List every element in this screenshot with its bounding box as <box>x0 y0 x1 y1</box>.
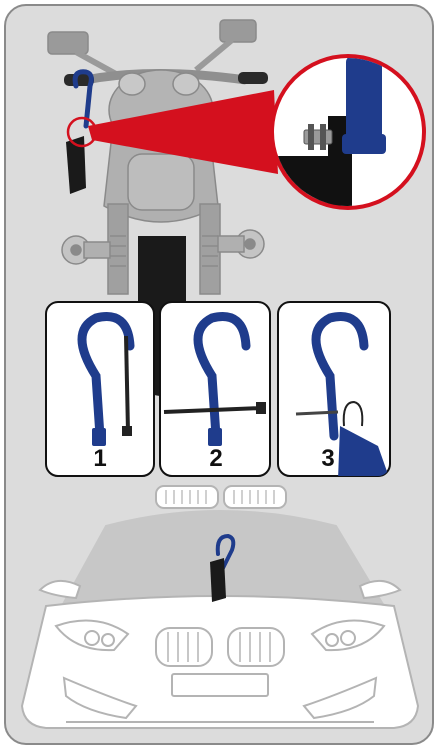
illustration-svg: 1 2 3 <box>6 6 434 745</box>
magnifier-callout-icon <box>268 56 424 226</box>
hook-lock-icon <box>66 72 91 194</box>
step-panel-1: 1 <box>46 302 154 476</box>
step-label-2: 2 <box>209 445 222 472</box>
car-icon <box>22 486 418 728</box>
step-label-3: 3 <box>321 445 334 472</box>
step-panel-2: 2 <box>160 302 270 476</box>
illustration-card: 1 2 3 <box>4 4 434 745</box>
step-label-1: 1 <box>93 445 106 472</box>
step-panel-3: 3 <box>278 302 390 480</box>
